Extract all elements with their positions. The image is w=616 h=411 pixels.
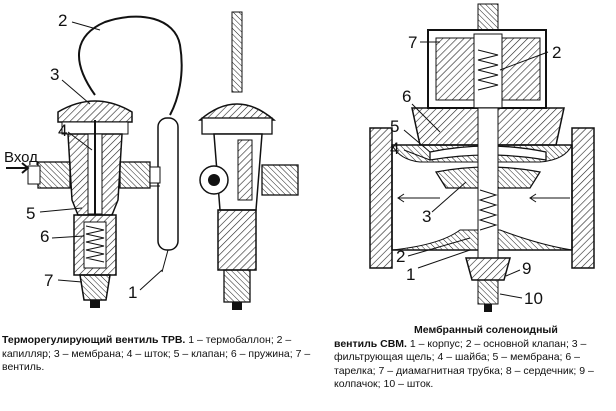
callout-left-7: 7 <box>44 271 53 290</box>
callout-right-6: 6 <box>402 87 411 106</box>
caption-trv-body: 1 – термобаллон; 2 – капилляр; 3 – мембр… <box>2 334 311 373</box>
trv-external-view <box>197 11 299 310</box>
callout-right-9: 9 <box>522 259 531 278</box>
callout-left-6: 6 <box>40 227 49 246</box>
callout-right-7: 7 <box>408 33 417 52</box>
callout-right-3: 3 <box>422 207 431 226</box>
inlet-label: Вход <box>4 149 38 166</box>
callout-left-5: 5 <box>26 204 35 223</box>
callout-right-2-top: 2 <box>552 43 561 62</box>
svm-section-view <box>369 3 595 312</box>
callout-right-2: 2 <box>396 247 405 266</box>
trv-section-view <box>6 15 183 308</box>
callout-right-10: 10 <box>524 289 543 308</box>
callout-left-1: 1 <box>128 283 137 302</box>
callout-left-3: 3 <box>50 65 59 84</box>
callout-left-4: 4 <box>58 121 67 140</box>
caption-trv: Терморегулирующий вентиль ТРВ. 1 – термо… <box>2 334 320 375</box>
caption-svm-body: 1 – корпус; 2 – основной клапан; 3 – фил… <box>334 337 594 391</box>
callout-right-5: 5 <box>390 117 399 136</box>
callout-right-4: 4 <box>390 139 399 158</box>
caption-svm-title-1: Мембранный соленоидный <box>414 324 558 336</box>
caption-svm-title-2: вентиль СВМ. <box>334 337 407 350</box>
caption-svm: Мембранный соленоидный вентиль СВМ. 1 – … <box>334 324 614 392</box>
callout-left-2: 2 <box>58 11 67 30</box>
callout-right-1: 1 <box>406 265 415 284</box>
caption-trv-title: Терморегулирующий вентиль ТРВ. <box>2 334 186 346</box>
